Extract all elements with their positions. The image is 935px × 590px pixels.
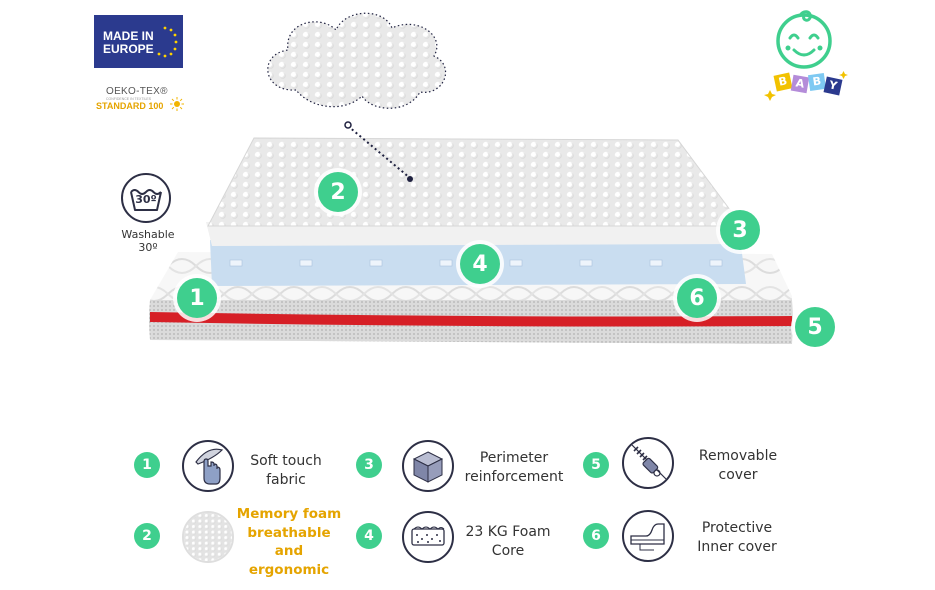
legend-text-2-line2: breathable (247, 524, 331, 541)
legend-text-3: Perimeter reinforcement (456, 449, 572, 487)
eu-stars-icon (157, 26, 178, 58)
legend-badge-6: 6 (583, 523, 609, 549)
legend-text-2-line3: and (274, 543, 304, 559)
legend-icon-5 (622, 437, 674, 489)
legend-text-5-line2: cover (718, 467, 758, 483)
made-in-text: MADE IN (103, 29, 154, 43)
memory-foam-layer (206, 137, 748, 246)
washable-label: Washable 30º (110, 228, 186, 254)
legend-text-3-line2: reinforcement (464, 469, 564, 485)
legend-text-5: Removable cover (690, 447, 786, 485)
legend-text-2: Memory foam breathable and ergonomic (228, 505, 350, 579)
legend-text-6-line2: Inner cover (697, 539, 777, 555)
legend-icon-4 (402, 511, 454, 563)
diagram-badge-2: 2 (318, 172, 358, 212)
wash-tub-icon (121, 173, 171, 223)
diagram-badge-4: 4 (460, 244, 500, 284)
inner-cover-icon (630, 523, 665, 551)
washable-label-line1: Washable (121, 228, 175, 241)
legend-badge-5: 5 (583, 452, 609, 478)
baby-face-icon (764, 10, 848, 101)
legend-badge-4: 4 (356, 523, 382, 549)
legend-text-1-line1: Soft touch (250, 453, 322, 469)
legend-text-4: 23 KG Foam Core (456, 523, 560, 561)
diagram-badge-3: 3 (720, 210, 760, 250)
legend-text-4-line2: Core (491, 543, 525, 559)
legend-text-6: Protective Inner cover (688, 519, 786, 557)
legend-text-3-line1: Perimeter (479, 450, 549, 466)
diagram-badge-1: 1 (177, 278, 217, 318)
legend-icon-2 (182, 511, 234, 563)
diagram-badge-6: 6 (677, 278, 717, 318)
cube-icon (412, 451, 444, 483)
foam-core-icon (411, 526, 445, 546)
baby-logo: B A B Y (762, 8, 850, 104)
legend-text-6-line1: Protective (701, 520, 773, 536)
legend-text-5-line1: Removable (698, 448, 778, 464)
sun-icon (170, 97, 184, 111)
oeko-tex-subtext: CONFIDENCE IN TEXTILES (106, 97, 152, 101)
legend-badge-1: 1 (134, 452, 160, 478)
legend-badge-2: 2 (134, 523, 160, 549)
made-in-europe-logo: MADE IN EUROPE (94, 15, 183, 68)
legend-icon-1 (182, 440, 234, 492)
wash-temp-text: 30º (135, 193, 157, 206)
legend-text-2-line4: ergonomic (248, 561, 330, 578)
standard-100-text: STANDARD 100 (96, 101, 164, 111)
legend-icon-6 (622, 510, 674, 562)
legend-text-2-line1: Memory foam (236, 506, 342, 522)
red-piping (150, 312, 792, 327)
zoom-cloud (267, 12, 447, 182)
hand-touch-icon (195, 448, 224, 485)
oeko-tex-logo: OEKO-TEX® CONFIDENCE IN TEXTILES STANDAR… (96, 86, 186, 116)
diagram-badge-5: 5 (795, 307, 835, 347)
legend-text-1: Soft touch fabric (236, 452, 336, 490)
legend-text-4-line1: 23 KG Foam (465, 524, 551, 540)
legend-text-1-line2: fabric (266, 472, 306, 488)
europe-text: EUROPE (103, 42, 154, 56)
washable-label-line2: 30º (138, 241, 158, 254)
legend-badge-3: 3 (356, 452, 382, 478)
zipper-icon (631, 444, 667, 480)
foam-texture-icon (184, 513, 232, 561)
oeko-tex-text: OEKO-TEX® (106, 86, 168, 97)
legend-icon-3 (402, 440, 454, 492)
mattress-illustration (149, 12, 793, 344)
